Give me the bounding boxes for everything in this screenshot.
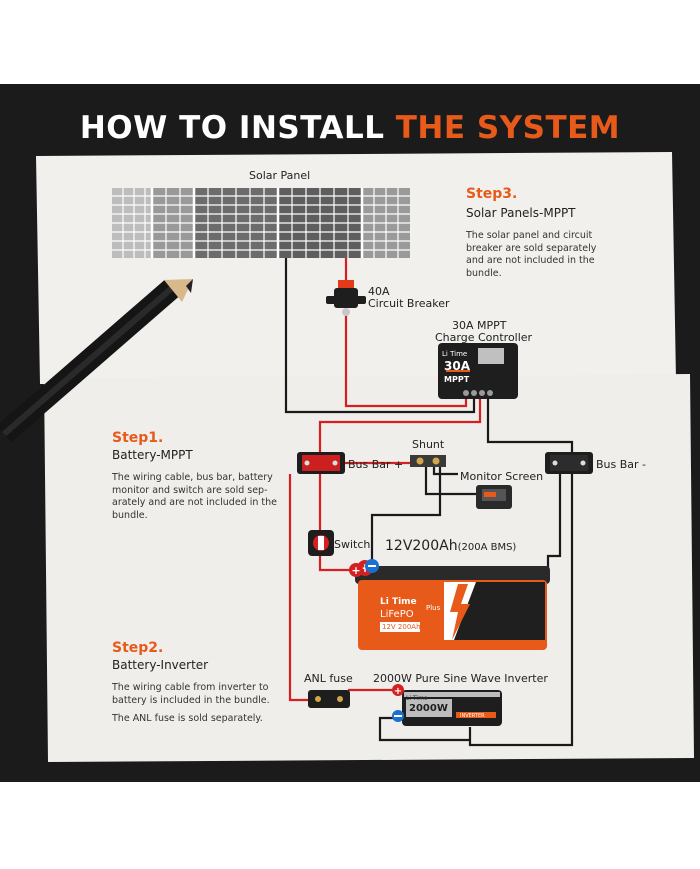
title-main: HOW TO INSTALL	[79, 110, 396, 146]
step3-note-line: and are not included in the	[466, 255, 595, 266]
battery-chemistry: LiFePO	[380, 609, 414, 620]
solar-panel-label: Solar Panel	[249, 169, 311, 182]
step2-note-line: The wiring cable from inverter to	[112, 682, 269, 693]
inverter-label: 2000W Pure Sine Wave Inverter	[373, 672, 548, 685]
anl-fuse-label: ANL fuse	[304, 672, 353, 685]
inverter-type: INVERTER	[460, 713, 485, 719]
page-title: HOW TO INSTALL THE SYSTEM	[0, 110, 700, 146]
step1-note-line: arately and are not included in the	[112, 497, 277, 508]
battery-bms: (200A BMS)	[457, 542, 517, 553]
controller-brand: Li Time	[442, 350, 468, 358]
bus-bar-positive	[297, 452, 345, 474]
bus-bar-negative-label: Bus Bar -	[596, 458, 647, 471]
step1-subtitle: Battery-MPPT	[112, 448, 193, 462]
breaker-name-label: Circuit Breaker	[368, 297, 450, 310]
solar-panel	[112, 188, 410, 258]
step2-notes: The wiring cable from inverter to batter…	[112, 682, 270, 726]
monitor-label: Monitor Screen	[460, 470, 544, 483]
step2-subtitle: Battery-Inverter	[112, 658, 209, 672]
battery: +	[355, 560, 550, 650]
negative-wires	[284, 258, 574, 747]
charge-controller	[438, 343, 518, 399]
battery-positive-terminal: +	[349, 563, 363, 577]
controller-model: MPPT	[444, 375, 470, 384]
controller-display: 30A	[444, 359, 470, 373]
battery-spec: 12V 200Ah	[382, 623, 421, 631]
step1-title: Step1.	[112, 430, 164, 446]
step2-note-line: battery is included in the bundle.	[112, 694, 270, 706]
inverter-brand: Li Time	[406, 695, 428, 702]
pencil-illustration	[0, 279, 193, 443]
circuit-breaker-40a	[326, 280, 366, 316]
inverter	[402, 690, 502, 726]
battery-label: 12V200Ah(200A BMS)	[385, 538, 517, 554]
svg-text:+: +	[360, 561, 370, 575]
switch-label: Switch	[334, 538, 371, 551]
svg-text:+: +	[394, 686, 402, 697]
step3-subtitle: Solar Panels-MPPT	[466, 206, 576, 220]
battery-switch	[308, 530, 334, 556]
svg-text:+: +	[351, 564, 360, 577]
battery-negative-terminal	[365, 559, 379, 573]
bus-bar-positive-label: Bus Bar +	[348, 458, 404, 471]
positive-wires	[288, 258, 482, 702]
controller-rating-label: 30A MPPT	[452, 319, 507, 332]
step2-note-line: The ANL fuse is sold separately.	[112, 713, 263, 724]
shunt-label: Shunt	[412, 438, 445, 451]
step1-note-line: bundle.	[112, 509, 148, 521]
inverter-positive-terminal: +	[392, 684, 404, 697]
step3-note-line: breaker are sold separately	[466, 242, 597, 254]
bus-bar-negative	[545, 452, 593, 474]
inverter-display: 2000W	[409, 703, 448, 714]
step1-notes: The wiring cable, bus bar, battery monit…	[112, 472, 277, 522]
shunt	[410, 455, 446, 467]
step3-notes: The solar panel and circuit breaker are …	[466, 230, 596, 280]
step1-note-line: monitor and switch are sold sep-	[112, 484, 268, 496]
battery-capacity: 12V200Ah	[385, 538, 458, 554]
step3-note-line: bundle.	[466, 267, 502, 279]
monitor-screen	[476, 485, 512, 509]
step2-title: Step2.	[112, 640, 164, 656]
anl-fuse	[308, 690, 350, 708]
step3-title: Step3.	[466, 186, 518, 202]
inverter-negative-terminal	[392, 710, 404, 722]
controller-name-label: Charge Controller	[435, 331, 533, 344]
step3-note-line: The solar panel and circuit	[466, 230, 593, 241]
battery-plus-badge: Plus	[426, 604, 441, 612]
battery-brand: Li Time	[380, 597, 417, 607]
breaker-rating-label: 40A	[368, 285, 390, 298]
title-accent: THE SYSTEM	[395, 110, 621, 146]
step1-note-line: The wiring cable, bus bar, battery	[112, 472, 273, 483]
